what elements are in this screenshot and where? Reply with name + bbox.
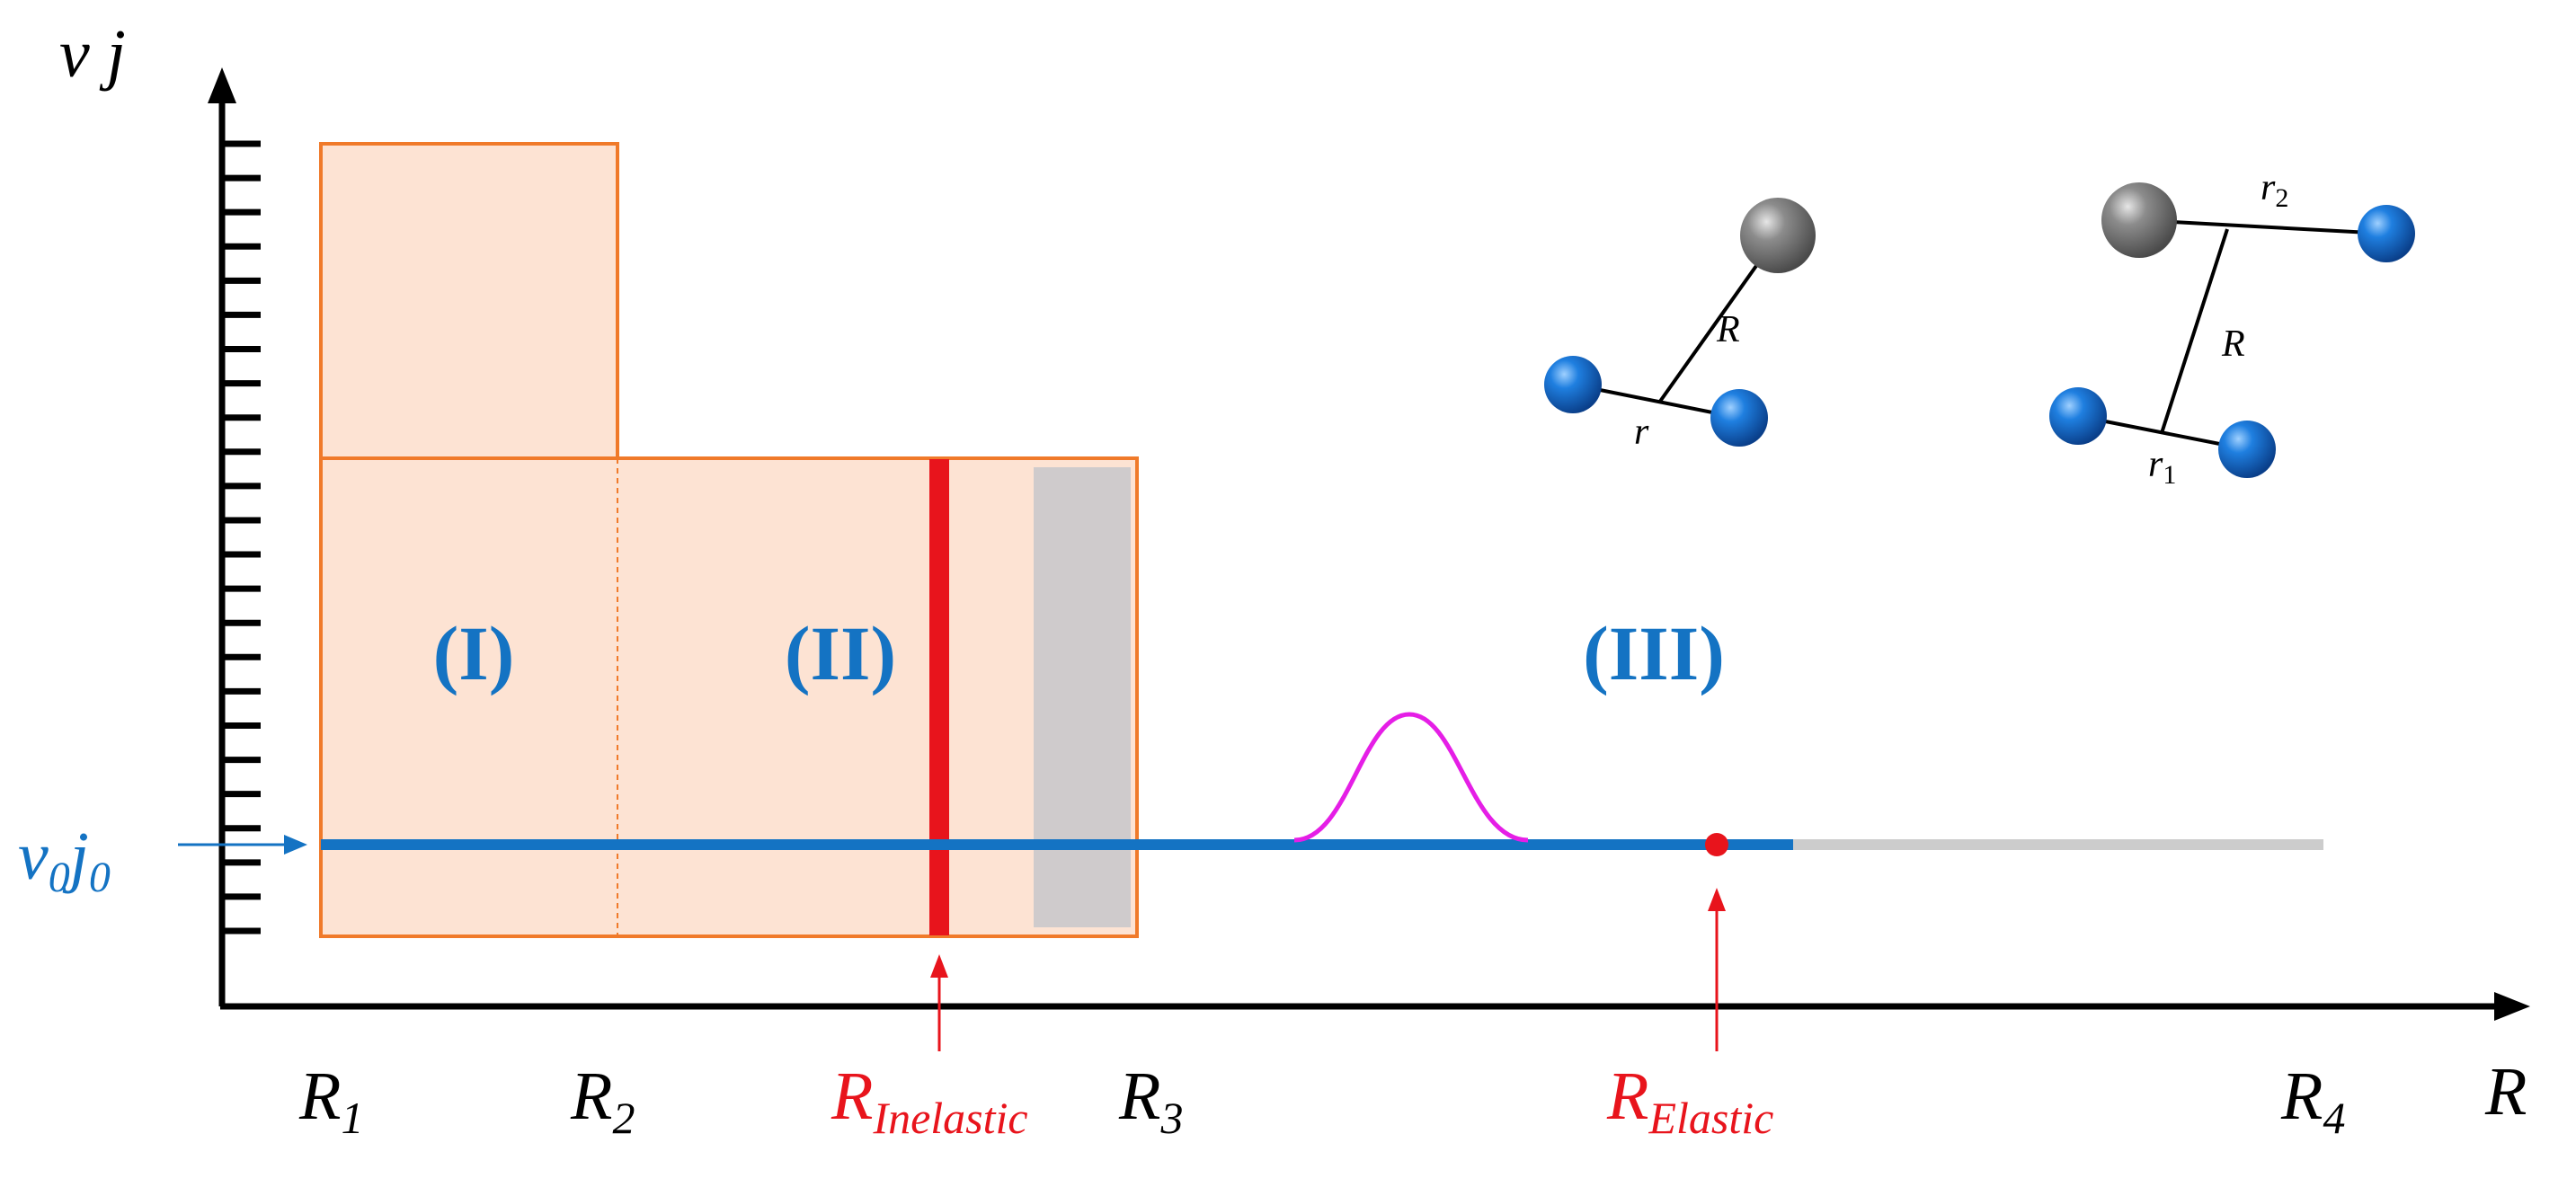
heavy-atom-2: [2101, 182, 2177, 258]
marker-r4: R4: [2280, 1059, 2345, 1143]
jacobi-big-r-2: [2160, 228, 2229, 434]
region-label-iii: (III): [1583, 610, 1725, 696]
bond-r2: [2138, 218, 2387, 235]
label-r1: r1: [2148, 444, 2176, 490]
light-atom-bottom-right: [2218, 421, 2276, 478]
x-axis-label: R: [2484, 1054, 2527, 1129]
inelastic-pointer-head: [930, 954, 948, 978]
marker-r-inelastic: RInelastic: [831, 1059, 1028, 1143]
label-small-r: r: [1634, 412, 1649, 453]
marker-r2: R2: [570, 1059, 635, 1143]
heavy-atom: [1740, 198, 1816, 273]
light-atom-right: [1710, 389, 1768, 447]
label-big-r-2: R: [2221, 323, 2245, 365]
wavepacket-curve: [1293, 712, 1529, 843]
marker-r1: R1: [298, 1059, 363, 1143]
region-lower-box: [319, 456, 1139, 938]
label-big-r: R: [1716, 309, 1740, 350]
y-axis-arrow: [208, 67, 236, 103]
y-axis-ticks: [222, 140, 261, 935]
region-label-i: (I): [433, 610, 515, 696]
elastic-pointer-head: [1708, 888, 1726, 911]
initial-state-label: v0j0: [18, 819, 111, 901]
grid-regions: [319, 142, 1139, 938]
absorbing-potential: [1034, 467, 1131, 927]
region-label-ii: (II): [785, 610, 896, 696]
marker-r-elastic: RElastic: [1606, 1059, 1773, 1143]
axes: [208, 67, 2530, 1021]
region-upper-box: [319, 142, 619, 460]
light-atom-left: [1544, 356, 1602, 413]
label-r2: r2: [2261, 167, 2288, 213]
inelastic-line: [929, 459, 949, 935]
triatomic-molecule: R r: [1544, 198, 1816, 453]
light-atom-bottom-left: [2049, 387, 2107, 445]
elastic-point: [1705, 833, 1728, 856]
y-axis-label: v j: [59, 16, 126, 92]
initial-state-arrowhead: [284, 835, 307, 855]
x-axis-arrow: [2494, 992, 2530, 1021]
marker-r3: R3: [1118, 1059, 1183, 1143]
light-atom-far-right: [2358, 205, 2415, 262]
tetratomic-molecule: R r2 r1: [2049, 167, 2415, 490]
